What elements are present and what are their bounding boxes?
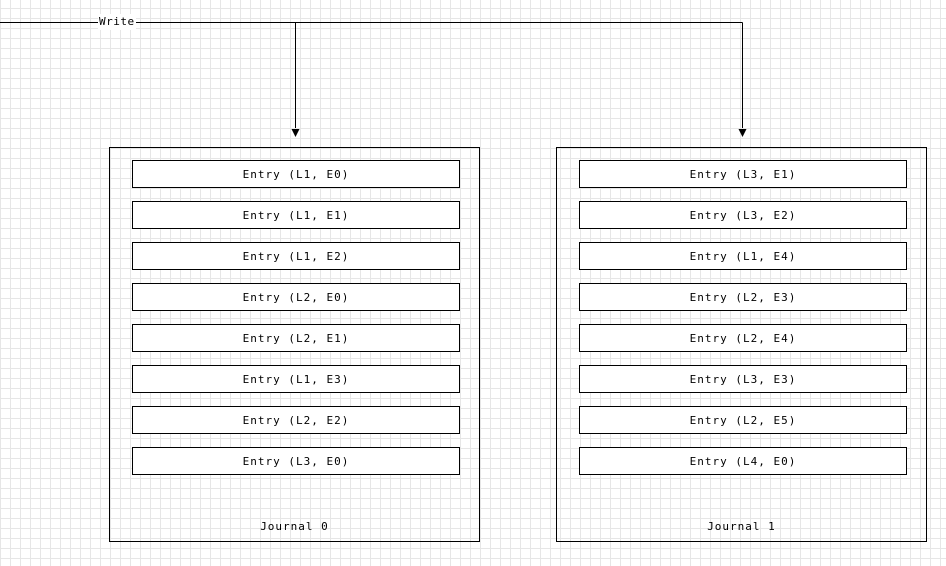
journal-0: Entry (L1, E0) Entry (L1, E1) Entry (L1,…: [109, 147, 480, 542]
journal-entry: Entry (L2, E0): [132, 283, 460, 311]
journal-title: Journal 1: [707, 520, 776, 533]
journal-entry: Entry (L2, E3): [579, 283, 907, 311]
journal-entry: Entry (L1, E0): [132, 160, 460, 188]
journal-entry: Entry (L3, E2): [579, 201, 907, 229]
journal-1: Entry (L3, E1) Entry (L3, E2) Entry (L1,…: [556, 147, 927, 542]
journal-entry: Entry (L1, E4): [579, 242, 907, 270]
journal-entry: Entry (L2, E5): [579, 406, 907, 434]
journal-entry: Entry (L2, E4): [579, 324, 907, 352]
journal-title: Journal 0: [260, 520, 329, 533]
journal-entry: Entry (L3, E0): [132, 447, 460, 475]
journal-entry: Entry (L4, E0): [579, 447, 907, 475]
arrowhead-journal-0: [291, 129, 300, 137]
journal-entry: Entry (L2, E1): [132, 324, 460, 352]
journal-entry: Entry (L1, E1): [132, 201, 460, 229]
journal-entry: Entry (L1, E3): [132, 365, 460, 393]
journal-entry: Entry (L1, E2): [132, 242, 460, 270]
journal-entry: Entry (L3, E1): [579, 160, 907, 188]
journal-entry: Entry (L2, E2): [132, 406, 460, 434]
journal-entry: Entry (L3, E3): [579, 365, 907, 393]
arrowhead-journal-1: [738, 129, 747, 137]
write-label: Write: [98, 14, 136, 30]
